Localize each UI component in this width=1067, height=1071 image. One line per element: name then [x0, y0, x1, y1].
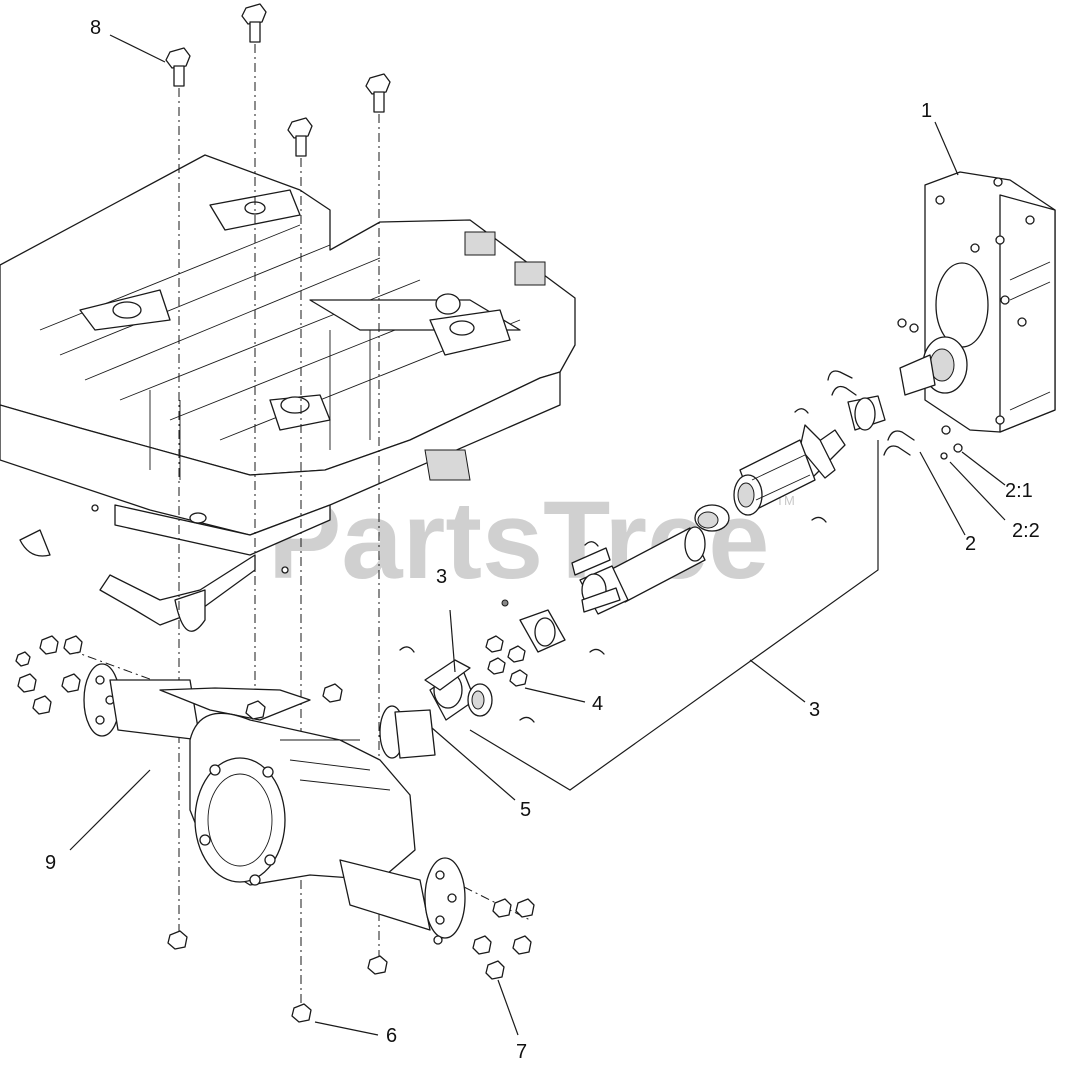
rear-axle-differential[interactable]	[83, 663, 466, 945]
frame-nuts[interactable]	[167, 683, 388, 1023]
callout-1[interactable]: 1	[921, 100, 932, 122]
axle-lug-nuts-right[interactable]	[472, 898, 535, 980]
axle-lug-nuts-left[interactable]	[15, 635, 83, 715]
bolt-icon	[241, 3, 267, 43]
gearbox[interactable]	[899, 171, 1056, 433]
yoke-nuts[interactable]	[485, 635, 528, 687]
pinion-yoke[interactable]	[399, 646, 535, 723]
callout-leaders	[69, 34, 1006, 1036]
frame-bolts[interactable]	[165, 3, 391, 157]
bolt-icon	[287, 117, 313, 157]
chassis-frame[interactable]	[0, 154, 576, 632]
callout-6[interactable]: 6	[386, 1025, 397, 1047]
callout-2-2[interactable]: 2:2	[1012, 520, 1040, 542]
bolt-icon	[165, 47, 191, 87]
callout-labels: 8 1 2 2:1 2:2 3 3 4 5 6 7 9	[45, 17, 1040, 1063]
callout-5[interactable]: 5	[520, 799, 531, 821]
u-bolt-kit[interactable]	[827, 318, 963, 460]
bolt-icon	[365, 73, 391, 113]
callout-4[interactable]: 4	[592, 693, 603, 715]
callout-3-upper[interactable]: 3	[436, 566, 447, 588]
callout-7[interactable]: 7	[516, 1041, 527, 1063]
callout-2-1[interactable]: 2:1	[1005, 480, 1033, 502]
callout-8[interactable]: 8	[90, 17, 101, 39]
callout-2[interactable]: 2	[965, 533, 976, 555]
callout-9[interactable]: 9	[45, 852, 56, 874]
driveshaft[interactable]	[501, 395, 886, 655]
callout-3-lower[interactable]: 3	[809, 699, 820, 721]
